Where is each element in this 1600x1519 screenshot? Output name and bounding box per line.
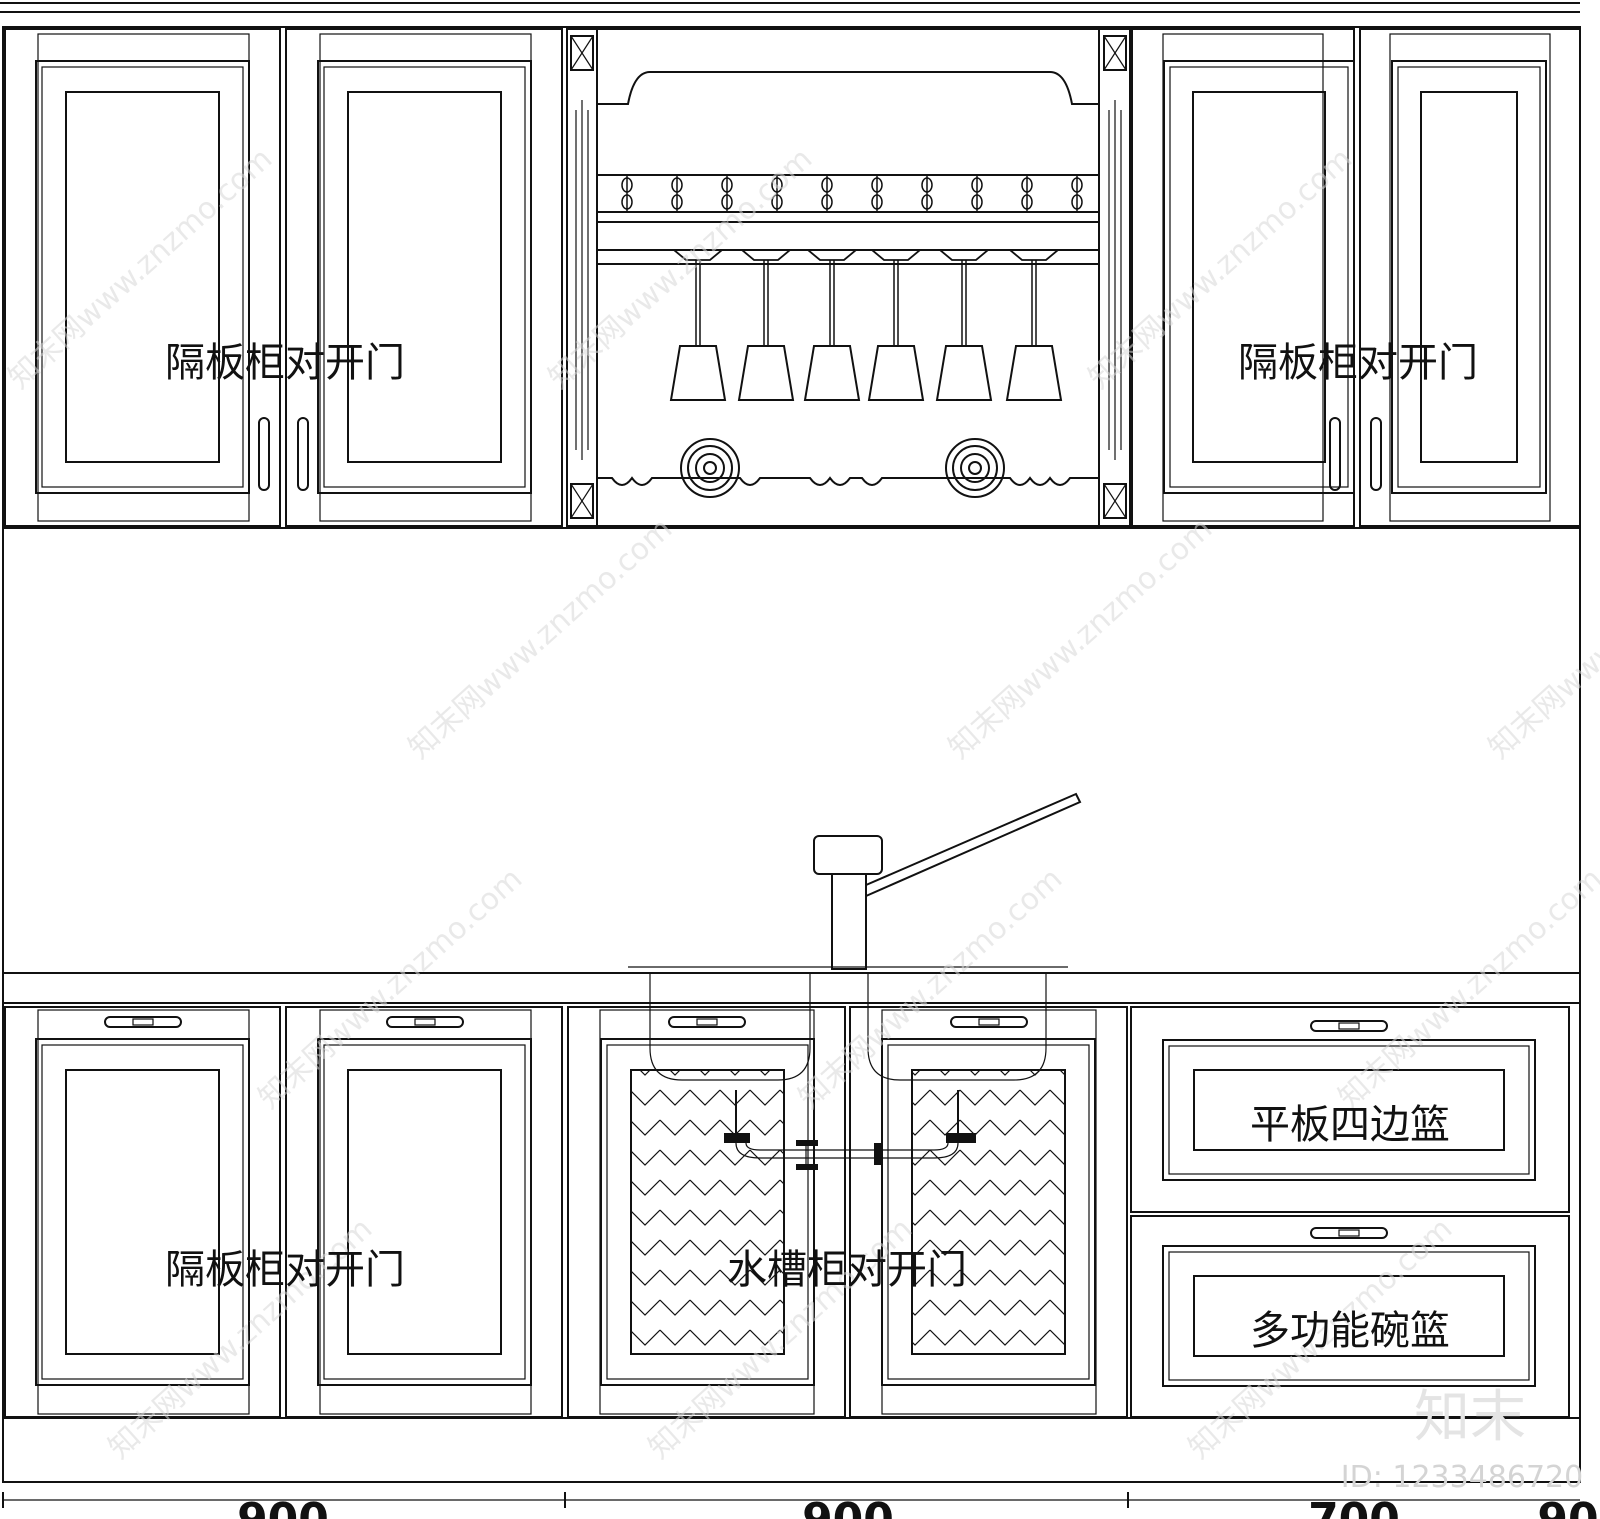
right-pilaster — [1098, 28, 1131, 527]
watermark-text: 知末网www.znzmo.com — [402, 511, 679, 766]
watermark-text: 知末网www.znzmo.com — [1332, 861, 1600, 1116]
baluster — [621, 176, 633, 211]
door-panel — [4, 1006, 281, 1418]
upper-right-cabinet — [1131, 28, 1581, 527]
watermark-text: 知末网www.znzmo.com — [942, 511, 1219, 766]
door-panel — [849, 1006, 1128, 1418]
label-upper-left: 隔板柜对开门 — [165, 340, 405, 386]
upper-left-cabinet — [4, 28, 563, 527]
door-handle-icon — [104, 1016, 464, 1028]
outer-frame — [0, 2, 1581, 1483]
drawer-cabinet — [1130, 1006, 1570, 1418]
door-handle-icon — [668, 1016, 1028, 1028]
baluster — [871, 176, 883, 211]
label-drawer-top: 平板四边篮 — [1250, 1102, 1450, 1148]
baluster — [671, 176, 683, 211]
wine-glass-icon — [737, 249, 795, 401]
wine-bottle-icon — [945, 438, 1005, 498]
dimension-label: 90 — [1537, 1494, 1598, 1519]
wine-glass-icon — [803, 249, 861, 401]
wine-glass-icon — [867, 249, 925, 401]
image-id-text: ID: 1233486720 — [1341, 1460, 1583, 1495]
drain-pipe-icon — [724, 1090, 976, 1170]
door-panel — [1131, 28, 1355, 527]
bottom-drawer — [1130, 1215, 1570, 1418]
open-wine-shelf — [596, 28, 1100, 527]
watermark-text: 知末网www.znzmo.com — [252, 861, 529, 1116]
door-panel — [4, 28, 281, 527]
drawer-handle-icon — [1310, 1020, 1388, 1239]
label-drawer-bottom: 多功能碗篮 — [1250, 1308, 1450, 1354]
baluster — [771, 176, 783, 211]
sink-cabinet — [567, 973, 1128, 1418]
label-lower-left: 隔板柜对开门 — [165, 1247, 405, 1293]
faucet-icon — [813, 792, 1082, 970]
door-panel — [285, 1006, 563, 1418]
door-panel — [285, 28, 563, 527]
watermark-text: 知末网www.znzmo.com — [1482, 511, 1600, 766]
top-drawer — [1130, 1006, 1570, 1213]
brand-logo-text: 知末 — [1414, 1385, 1526, 1450]
door-handle-icon — [258, 417, 309, 491]
wine-glass-icon — [669, 249, 727, 401]
rack-rail — [597, 174, 1099, 223]
label-upper-right: 隔板柜对开门 — [1238, 340, 1478, 386]
door-panel — [1359, 28, 1581, 527]
dimension-label: 900 — [237, 1494, 329, 1519]
rack-balusters — [621, 176, 1083, 211]
label-sink-cabinet: 水槽柜对开门 — [727, 1247, 967, 1293]
baluster — [1071, 176, 1083, 211]
lower-left-cabinet — [4, 1006, 563, 1418]
baluster — [921, 176, 933, 211]
wine-glass-icon — [1005, 249, 1063, 401]
wine-glass-icon — [935, 249, 993, 401]
baluster — [721, 176, 733, 211]
wine-bottle-icon — [680, 438, 740, 498]
baluster — [971, 176, 983, 211]
door-handle-icon — [1329, 417, 1382, 491]
dimension-label: 900 — [802, 1494, 894, 1519]
left-pilaster — [566, 28, 598, 527]
dimension-line — [2, 1492, 1580, 1508]
wine-glasses — [669, 249, 1063, 401]
baluster — [1021, 176, 1033, 211]
door-panel — [567, 1006, 846, 1418]
dimension-label: 700 — [1308, 1494, 1400, 1519]
sink-basin-outline — [649, 973, 1047, 1081]
baluster — [821, 176, 833, 211]
